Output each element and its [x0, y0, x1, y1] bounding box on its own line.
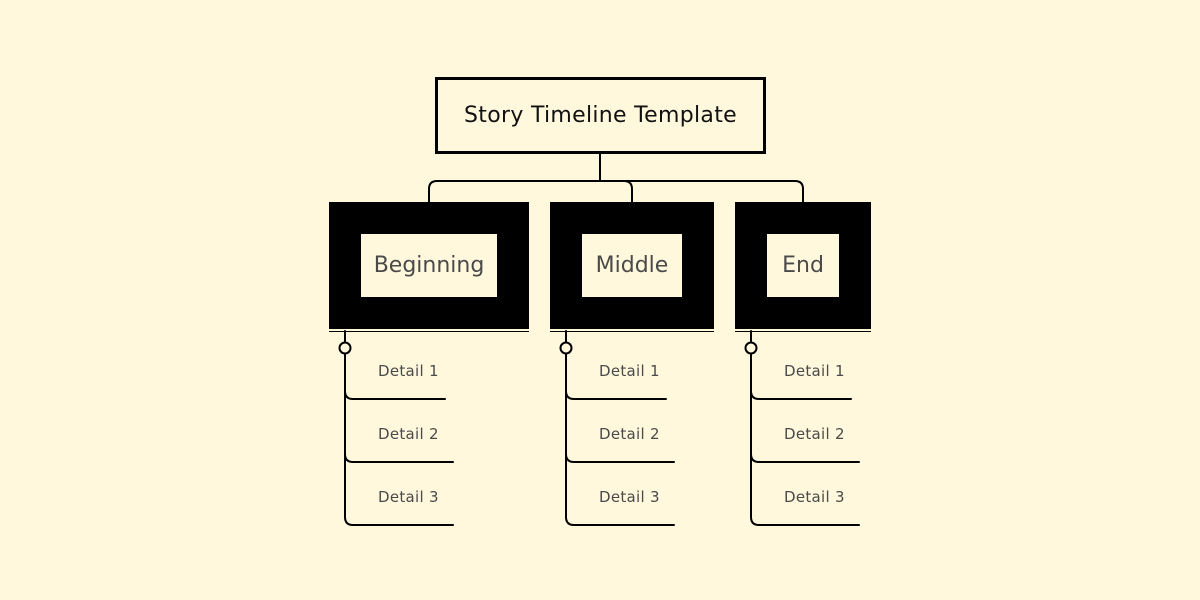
section-label: Middle [595, 253, 669, 278]
detail-underline [750, 390, 852, 400]
detail-anchor [338, 341, 352, 355]
section-underline [550, 331, 714, 332]
detail-underline [750, 453, 860, 463]
detail-label: Detail 1 [378, 362, 439, 380]
detail-underline [565, 390, 667, 400]
detail-underline [344, 516, 454, 526]
branch-connector [623, 180, 633, 203]
detail-label: Detail 2 [784, 425, 845, 443]
detail-underline [750, 516, 860, 526]
detail-anchor [559, 341, 573, 355]
section-underline [329, 331, 529, 332]
detail-label: Detail 1 [784, 362, 845, 380]
detail-underline [344, 390, 446, 400]
branch-connector [428, 180, 804, 203]
detail-label: Detail 3 [378, 488, 439, 506]
detail-label: Detail 3 [784, 488, 845, 506]
section-label-box: Middle [582, 234, 682, 297]
section-label: End [782, 253, 824, 278]
section-label-box: End [767, 234, 839, 297]
section-label: Beginning [373, 253, 485, 278]
section-underline [735, 331, 871, 332]
root-label: Story Timeline Template [464, 103, 737, 128]
section-node-beginning: Beginning [329, 202, 529, 329]
detail-underline [344, 453, 454, 463]
detail-anchor [744, 341, 758, 355]
detail-label: Detail 2 [378, 425, 439, 443]
section-node-middle: Middle [550, 202, 714, 329]
detail-label: Detail 2 [599, 425, 660, 443]
detail-underline [565, 453, 675, 463]
detail-label: Detail 1 [599, 362, 660, 380]
detail-underline [565, 516, 675, 526]
section-label-box: Beginning [361, 234, 497, 297]
root-node: Story Timeline Template [435, 77, 766, 154]
section-node-end: End [735, 202, 871, 329]
detail-label: Detail 3 [599, 488, 660, 506]
